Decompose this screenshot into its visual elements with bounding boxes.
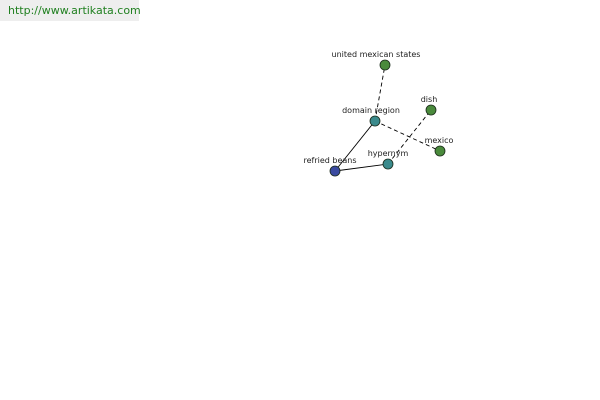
edge-domain-region-to-mexico (374, 120, 441, 152)
source-link-bar: http://www.artikata.com (0, 0, 141, 21)
node-label-united-mexican-states: united mexican states (332, 50, 421, 59)
edge-refried-beans-to-domain-region (334, 120, 376, 172)
graph-nodes (329, 59, 446, 177)
node-refried-beans[interactable] (329, 165, 341, 177)
node-label-mexico: mexico (425, 136, 454, 145)
node-mexico[interactable] (434, 145, 446, 157)
node-domain-region[interactable] (369, 115, 381, 127)
edge-refried-beans-to-hypernym (334, 163, 389, 172)
edge-hypernym-to-dish (387, 109, 432, 165)
node-label-domain-region: domain region (342, 106, 400, 115)
node-label-hypernym: hypernym (368, 149, 409, 158)
source-link[interactable]: http://www.artikata.com (8, 4, 141, 17)
graph-labels: united mexican states dish domain region me… (303, 50, 453, 165)
node-united-mexican-states[interactable] (379, 59, 391, 71)
node-hypernym[interactable] (382, 158, 394, 170)
edge-domain-region-to-united-mexican-states (374, 64, 386, 122)
node-label-dish: dish (421, 95, 438, 104)
graph-edges (334, 64, 441, 172)
node-label-refried-beans: refried beans (303, 156, 356, 165)
node-dish[interactable] (425, 104, 437, 116)
